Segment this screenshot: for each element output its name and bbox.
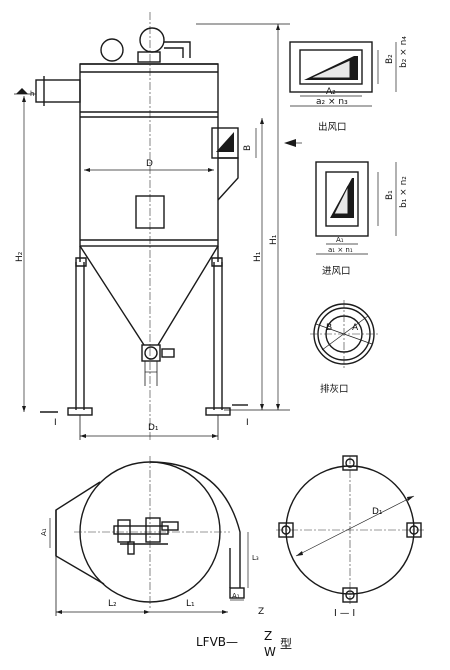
- plan-A1-left: A₁: [40, 528, 48, 536]
- ash-detail: B A 排灰口: [310, 300, 378, 395]
- label-B-side: B: [243, 145, 253, 151]
- label-D: D: [146, 159, 153, 169]
- label-H1-inner: H₁: [253, 251, 263, 262]
- model-prefix: LFVB—: [196, 635, 238, 649]
- inlet-A1: A₁: [336, 236, 344, 244]
- model-bottom: W: [264, 645, 276, 659]
- inlet-caption: 进风口: [322, 266, 351, 277]
- plan-Z: Z: [258, 607, 264, 617]
- plan-L3: L₃: [252, 554, 259, 562]
- anchor-bolt-icon: [278, 455, 422, 603]
- inlet-b1xn2: b₁ × n₂: [399, 176, 409, 208]
- arrow-right-icon: [284, 139, 296, 147]
- bolt-plan: D₁ I — I: [276, 455, 424, 619]
- model-top: Z: [264, 629, 272, 643]
- plan-view: A₁ L₂ L₁ A₁ L₃ Z: [40, 456, 264, 617]
- model-title: LFVB— Z W 型: [196, 629, 292, 659]
- inlet-hatch-icon: [216, 132, 234, 152]
- bolt-D1: D₁: [372, 507, 383, 517]
- outlet-b2xn4: b₂ × n₄: [399, 36, 409, 68]
- outlet-detail: A₂ a₂ × n₃ B₂ b₂ × n₄ 出风口: [289, 36, 409, 133]
- plan-A1-bottom: A₁: [232, 592, 240, 600]
- outlet-A2: A₂: [326, 87, 336, 97]
- ash-B: B: [326, 323, 332, 333]
- main-elevation: D B D₁ I: [14, 12, 302, 440]
- access-door: [135, 195, 165, 229]
- plan-L2: L₂: [108, 599, 117, 609]
- label-H2: H₂: [15, 251, 25, 262]
- label-h-top: h: [30, 90, 34, 98]
- inlet-a1xn1: a₁ × n₁: [328, 246, 353, 254]
- label-I-right: I: [246, 418, 249, 428]
- label-D1-main: D₁: [148, 423, 159, 433]
- ash-A: A: [352, 323, 359, 333]
- outlet-a2xn3: a₂ × n₃: [316, 97, 348, 107]
- fan-motor-right: [139, 27, 165, 53]
- label-H1-outer: H₁: [269, 234, 279, 245]
- inlet-detail: A₁ a₁ × n₁ B₁ b₁ × n₂ 进风口: [315, 161, 409, 277]
- label-I-left: I: [54, 418, 57, 428]
- outlet-caption: 出风口: [318, 121, 347, 133]
- plan-L1: L₁: [186, 599, 195, 609]
- bolt-section: I — I: [334, 608, 355, 619]
- inlet-B1: B₁: [385, 190, 395, 200]
- ash-caption: 排灰口: [320, 383, 349, 395]
- fan-motor-left: [100, 38, 124, 62]
- outlet-B2: B₂: [385, 54, 395, 64]
- model-suffix: 型: [280, 637, 292, 651]
